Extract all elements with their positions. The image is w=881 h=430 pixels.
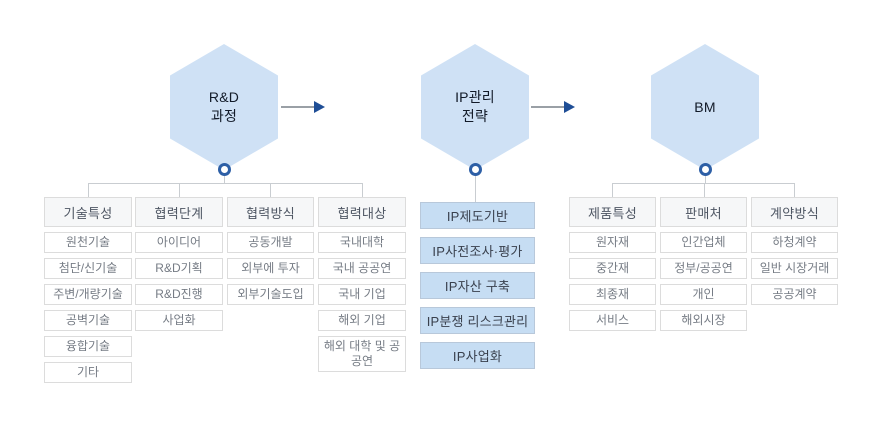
hexagon-ip-label-line2: 전략 — [461, 108, 489, 124]
list-item: 최종재 — [569, 284, 656, 305]
list-item: 개인 — [660, 284, 747, 305]
ring-connector-icon — [699, 163, 712, 176]
column-product-traits: 제품특성 원자재 중간재 최종재 서비스 — [569, 197, 656, 331]
connector-line — [224, 176, 225, 183]
column-header: 협력대상 — [318, 197, 406, 227]
ip-step-box: IP자산 구축 — [420, 272, 535, 299]
connector-line — [612, 183, 795, 184]
column-sales-channel: 판매처 인간업체 정부/공공연 개인 해외시장 — [660, 197, 747, 331]
list-item: 국내 기업 — [318, 284, 406, 305]
connector-line — [705, 176, 706, 183]
hexagon-ip-label-line1: IP관리 — [455, 89, 495, 106]
ip-step-box: IP제도기반 — [420, 202, 535, 229]
connector-line — [88, 183, 363, 184]
hexagon-ip-strategy: IP관리 전략 — [421, 44, 529, 170]
hexagon-bm-label-line1: BM — [694, 98, 716, 115]
column-coop-method: 협력방식 공동개발 외부에 투자 외부기술도입 — [227, 197, 314, 305]
list-item: R&D기획 — [135, 258, 223, 279]
column-header: 계약방식 — [751, 197, 838, 227]
list-item: 일반 시장거래 — [751, 258, 838, 279]
list-item: 인간업체 — [660, 232, 747, 253]
list-item: 공동개발 — [227, 232, 314, 253]
hexagon-bm: BM — [651, 44, 759, 170]
ring-connector-icon — [218, 163, 231, 176]
ip-step-box: IP사전조사·평가 — [420, 237, 535, 264]
list-item: 주변/개량기술 — [44, 284, 132, 305]
list-item: 해외시장 — [660, 310, 747, 331]
ip-step-box: IP분쟁 리스크관리 — [420, 307, 535, 334]
arrow-line-ip-to-bm — [531, 106, 565, 108]
list-item: 중간재 — [569, 258, 656, 279]
list-item: 해외 기업 — [318, 310, 406, 331]
arrow-line-rnd-to-ip — [281, 106, 315, 108]
list-item: 외부에 투자 — [227, 258, 314, 279]
hexagon-rnd-label-line2: 과정 — [210, 108, 238, 124]
list-item: 첨단/신기술 — [44, 258, 132, 279]
list-item: R&D진행 — [135, 284, 223, 305]
arrow-head-icon — [564, 101, 575, 113]
list-item: 정부/공공연 — [660, 258, 747, 279]
connector-line — [475, 176, 476, 202]
hexagon-rnd-label: R&D 과정 — [209, 88, 239, 126]
column-header: 판매처 — [660, 197, 747, 227]
list-item: 외부기술도입 — [227, 284, 314, 305]
connector-line — [704, 183, 705, 197]
connector-line — [179, 183, 180, 197]
column-coop-stage: 협력단계 아이디어 R&D기획 R&D진행 사업화 — [135, 197, 223, 331]
list-item: 원자재 — [569, 232, 656, 253]
column-contract-method: 계약방식 하청계약 일반 시장거래 공공계약 — [751, 197, 838, 305]
list-item: 해외 대학 및 공공연 — [318, 336, 406, 372]
column-tech-traits: 기술특성 원천기술 첨단/신기술 주변/개량기술 공벽기술 융합기술 기타 — [44, 197, 132, 383]
connector-line — [794, 183, 795, 197]
list-item: 국내 공공연 — [318, 258, 406, 279]
arrow-head-icon — [314, 101, 325, 113]
connector-line — [362, 183, 363, 197]
list-item: 공벽기술 — [44, 310, 132, 331]
list-item: 공공계약 — [751, 284, 838, 305]
ring-connector-icon — [469, 163, 482, 176]
column-header: 기술특성 — [44, 197, 132, 227]
hexagon-rnd-process: R&D 과정 — [170, 44, 278, 170]
column-coop-target: 협력대상 국내대학 국내 공공연 국내 기업 해외 기업 해외 대학 및 공공연 — [318, 197, 406, 372]
hexagon-rnd-label-line1: R&D — [208, 89, 240, 106]
list-item: 사업화 — [135, 310, 223, 331]
list-item: 융합기술 — [44, 336, 132, 357]
column-header: 협력단계 — [135, 197, 223, 227]
hexagon-ip-label: IP관리 전략 — [455, 88, 495, 126]
list-item: 아이디어 — [135, 232, 223, 253]
connector-line — [270, 183, 271, 197]
ip-step-box: IP사업화 — [420, 342, 535, 369]
list-item: 기타 — [44, 362, 132, 383]
list-item: 서비스 — [569, 310, 656, 331]
list-item: 원천기술 — [44, 232, 132, 253]
column-header: 제품특성 — [569, 197, 656, 227]
connector-line — [612, 183, 613, 197]
list-item: 하청계약 — [751, 232, 838, 253]
column-header: 협력방식 — [227, 197, 314, 227]
list-item: 국내대학 — [318, 232, 406, 253]
hexagon-bm-label: BM — [694, 98, 715, 117]
connector-line — [88, 183, 89, 197]
